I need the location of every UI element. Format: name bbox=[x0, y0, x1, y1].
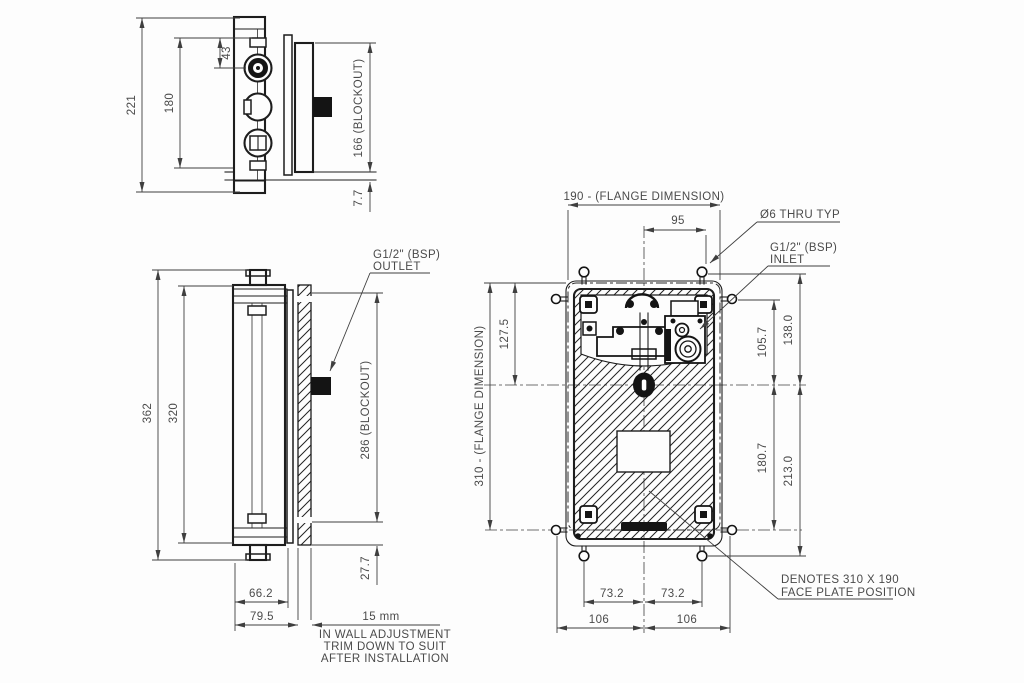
dim-15mm: 15 mm bbox=[362, 611, 399, 623]
dim-43: 43 bbox=[221, 46, 233, 60]
outlet-blockout-knob bbox=[313, 97, 332, 117]
thru-callout-label: Ø6 THRU TYP bbox=[760, 209, 840, 221]
outlet-callout: G1/2" (BSP) OUTLET bbox=[329, 249, 440, 372]
body-side-outline bbox=[231, 283, 287, 547]
inlet-callout-line1: G1/2" (BSP) bbox=[770, 242, 837, 254]
adjustment-note-line1: IN WALL ADJUSTMENT bbox=[319, 629, 451, 641]
inlet-assembly bbox=[664, 300, 706, 364]
dim-362: 362 bbox=[142, 403, 154, 423]
mid-port-circle bbox=[243, 92, 273, 122]
dim-73-2-left: 73.2 bbox=[600, 588, 624, 600]
dim-127-5: 127.5 bbox=[499, 319, 511, 350]
top-view: 221 180 43 166 (BLOCKOUT) 7.7 bbox=[126, 15, 377, 212]
side-view: 362 320 286 (BLOCKOUT) 27.7 66.2 79.5 15… bbox=[142, 249, 451, 665]
dim-7-7: 7.7 bbox=[353, 189, 365, 206]
face-plate-side bbox=[286, 289, 294, 544]
top-fixing-tab bbox=[248, 268, 268, 287]
dim-27-7: 27.7 bbox=[360, 556, 372, 580]
front-view-dimensions: 190 - (FLANGE DIMENSION) 95 310 - (FLANG… bbox=[474, 191, 806, 633]
corner-brackets bbox=[579, 295, 713, 524]
faceplate-note-line2: FACE PLATE POSITION bbox=[781, 587, 916, 599]
dim-138-0: 138.0 bbox=[783, 315, 795, 346]
valve-spindle bbox=[633, 372, 655, 398]
dim-166-blockout: 166 (BLOCKOUT) bbox=[353, 59, 365, 158]
dim-106-right: 106 bbox=[677, 614, 697, 626]
bottom-fixing-tab bbox=[248, 543, 268, 562]
dim-106-left: 106 bbox=[589, 614, 609, 626]
dim-73-2-right: 73.2 bbox=[661, 588, 685, 600]
plaster-guard-strip bbox=[297, 284, 312, 546]
dim-221: 221 bbox=[126, 95, 138, 115]
brand-logo bbox=[621, 522, 667, 531]
adjustment-note-line3: AFTER INSTALLATION bbox=[321, 653, 449, 665]
dim-320: 320 bbox=[168, 403, 180, 423]
outlet-callout-line2: OUTLET bbox=[373, 261, 421, 273]
faceplate-position-outline bbox=[567, 282, 721, 531]
dim-79-5: 79.5 bbox=[250, 611, 274, 623]
dim-95: 95 bbox=[671, 215, 685, 227]
faceplate-note-line1: DENOTES 310 X 190 bbox=[781, 574, 899, 586]
thru-hole-callout: Ø6 THRU TYP bbox=[709, 209, 840, 264]
adjustment-note-line2: TRIM DOWN TO SUIT bbox=[324, 641, 447, 653]
outlet-callout-line1: G1/2" (BSP) bbox=[373, 249, 440, 261]
inlet-callout: G1/2" (BSP) INLET bbox=[699, 242, 837, 330]
side-view-dimensions: 362 320 286 (BLOCKOUT) 27.7 66.2 79.5 15… bbox=[142, 269, 451, 665]
dim-213-0: 213.0 bbox=[783, 456, 795, 487]
body-plate bbox=[283, 34, 293, 176]
fixing-screws-and-lugs bbox=[550, 266, 738, 562]
valve-internals bbox=[582, 293, 706, 398]
dim-286-blockout: 286 (BLOCKOUT) bbox=[360, 361, 372, 460]
lower-port-circle bbox=[243, 128, 273, 158]
dim-180: 180 bbox=[164, 93, 176, 113]
plaster-guard-outer bbox=[565, 280, 723, 547]
faceplate-note-callout: DENOTES 310 X 190 FACE PLATE POSITION bbox=[648, 490, 916, 600]
outlet-port-circle bbox=[243, 53, 273, 83]
dim-105-7: 105.7 bbox=[757, 327, 769, 358]
dim-66-2: 66.2 bbox=[249, 588, 273, 600]
outlet-blockout-side bbox=[311, 377, 331, 395]
access-window bbox=[616, 430, 671, 473]
dim-190-flange: 190 - (FLANGE DIMENSION) bbox=[563, 191, 724, 203]
body-box-section bbox=[293, 41, 315, 174]
inlet-callout-line2: INLET bbox=[770, 254, 805, 266]
dim-180-7: 180.7 bbox=[757, 443, 769, 474]
dim-310-flange: 310 - (FLANGE DIMENSION) bbox=[474, 325, 486, 486]
front-view: 190 - (FLANGE DIMENSION) 95 310 - (FLANG… bbox=[474, 191, 916, 633]
top-view-dimensions: 221 180 43 166 (BLOCKOUT) 7.7 bbox=[126, 17, 376, 212]
